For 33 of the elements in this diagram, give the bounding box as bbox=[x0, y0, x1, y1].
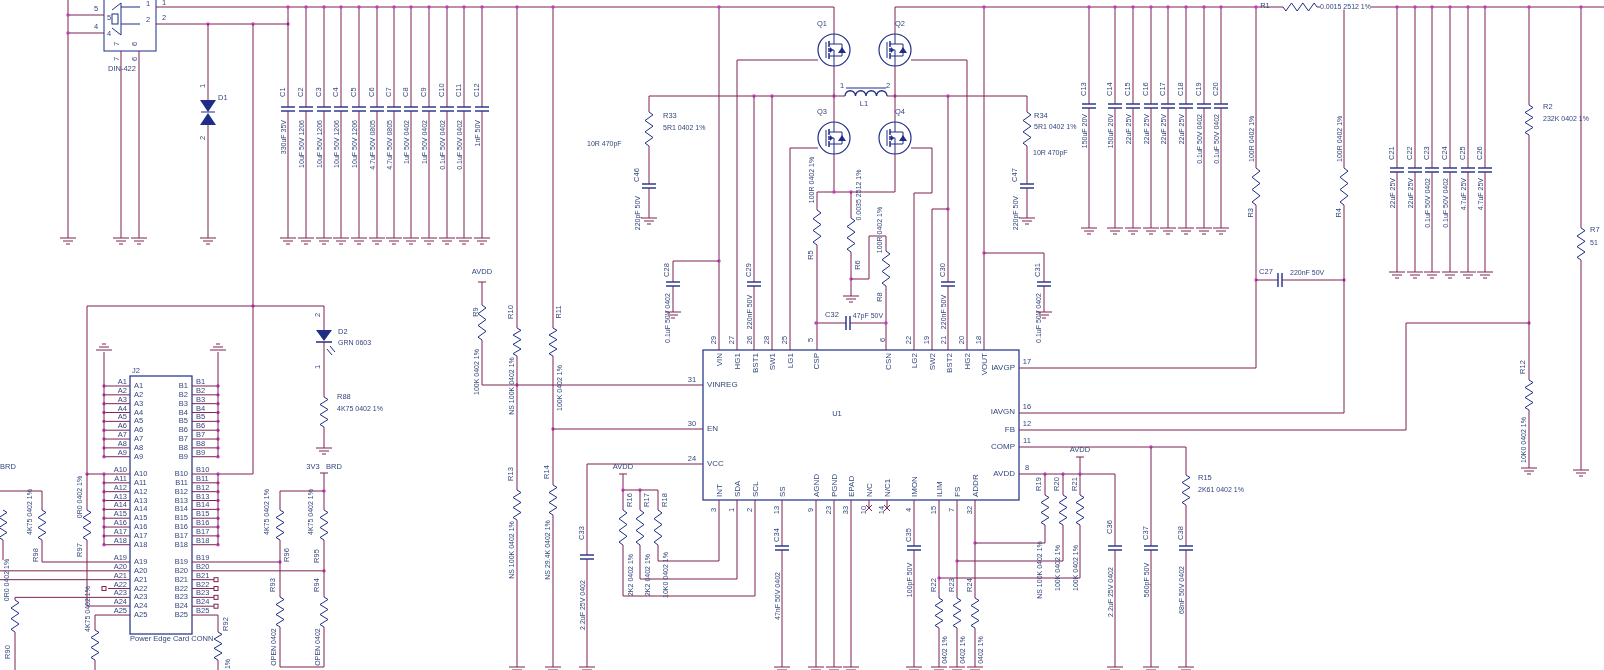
pin-name: N/C bbox=[866, 483, 874, 497]
pin-name: ILIM bbox=[936, 481, 944, 497]
pin-name: EN bbox=[707, 425, 719, 433]
pin-name: SW1 bbox=[769, 353, 777, 371]
pin-name: EPAD bbox=[848, 475, 856, 497]
pin-name: HG1 bbox=[734, 353, 742, 370]
pin-name: VIN bbox=[716, 353, 724, 367]
pin-name: INT bbox=[716, 484, 724, 497]
pin-name: IAVGN bbox=[990, 408, 1015, 416]
pin-name: N/C1 bbox=[884, 478, 892, 497]
pin-name: BST1 bbox=[752, 353, 760, 373]
pin-name: COMP bbox=[991, 443, 1015, 451]
pin-name: PGND bbox=[831, 473, 839, 497]
pin-name: ADDR bbox=[972, 474, 980, 497]
pin-name: FB bbox=[1004, 426, 1015, 434]
pin-name: BST2 bbox=[946, 353, 954, 373]
pin-name: SCL bbox=[752, 481, 760, 497]
pin-name: VINREG bbox=[707, 381, 738, 389]
pin-name: LG2 bbox=[911, 353, 919, 369]
pin-name: CSN bbox=[885, 353, 893, 370]
pin-name: LG1 bbox=[787, 353, 795, 369]
pin-name: VCC bbox=[707, 460, 724, 468]
pin-name: AVDD bbox=[993, 470, 1015, 478]
pin-name: HG2 bbox=[964, 353, 972, 370]
pin-name: SDA bbox=[734, 480, 742, 497]
pin-name: IMON bbox=[911, 476, 919, 497]
pin-name: SW2 bbox=[929, 353, 937, 371]
pin-name: FS bbox=[954, 486, 962, 497]
pin-name: AGND bbox=[813, 473, 821, 497]
pin-name: VOUT bbox=[981, 353, 989, 376]
pin-name: SS bbox=[779, 486, 787, 497]
pin-name: IAVGP bbox=[991, 364, 1015, 372]
pin-name: CSP bbox=[813, 353, 821, 370]
